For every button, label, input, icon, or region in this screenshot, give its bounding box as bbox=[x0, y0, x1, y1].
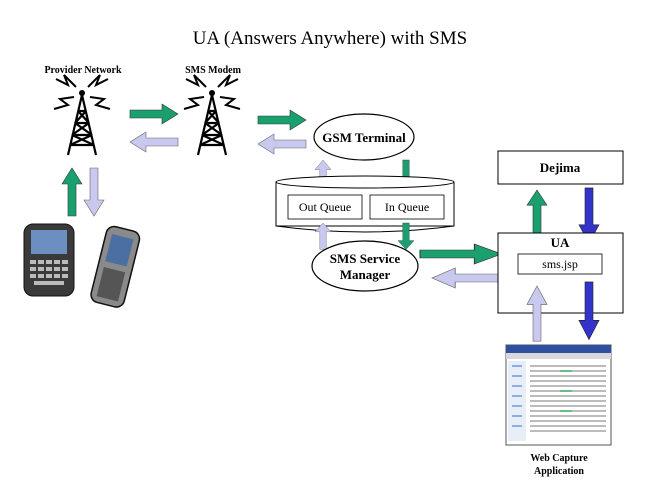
provider-network-label: Provider Network bbox=[44, 65, 122, 76]
dejima-label: Dejima bbox=[540, 160, 581, 175]
sms-service-manager-label-2: Manager bbox=[340, 267, 391, 282]
out-queue-box bbox=[287, 194, 363, 220]
dejima-box bbox=[497, 150, 624, 185]
arrow-modem-to-provider bbox=[129, 131, 179, 153]
arrow-manager-to-ua bbox=[419, 243, 503, 265]
sms-modem-label: SMS Modem bbox=[185, 65, 242, 76]
sms-service-manager-label-1: SMS Service bbox=[330, 251, 401, 266]
gsm-terminal-node bbox=[313, 113, 415, 161]
arrow-phone-to-provider bbox=[61, 167, 83, 217]
arrow-provider-to-modem bbox=[129, 103, 179, 125]
arrow-manager-to-outqueue bbox=[314, 222, 332, 250]
provider-network-tower-icon bbox=[52, 73, 112, 157]
flip-phone-icon bbox=[90, 225, 141, 308]
arrow-inqueue-to-manager bbox=[397, 222, 415, 250]
arrow-ua-to-manager bbox=[431, 267, 503, 289]
web-capture-screenshot-icon bbox=[505, 344, 612, 446]
sms-modem-tower-icon bbox=[182, 73, 242, 157]
sms-jsp-label: sms.jsp bbox=[542, 257, 578, 271]
ua-label: UA bbox=[551, 235, 570, 250]
arrow-modem-to-gsm bbox=[257, 109, 307, 131]
sms-service-manager-node bbox=[311, 240, 419, 292]
diagram-title: UA (Answers Anywhere) with SMS bbox=[193, 28, 467, 49]
arrow-provider-to-phone bbox=[83, 167, 105, 217]
arrow-gsm-to-modem bbox=[257, 133, 307, 155]
arrow-ua-to-dejima bbox=[526, 189, 548, 237]
web-capture-label-2: Application bbox=[534, 466, 584, 477]
web-capture-label-1: Web Capture bbox=[530, 453, 588, 464]
sms-jsp-box bbox=[517, 253, 603, 275]
blackberry-phone-icon bbox=[23, 223, 75, 297]
in-queue-box bbox=[369, 194, 445, 220]
gsm-terminal-label: GSM Terminal bbox=[322, 130, 406, 145]
in-queue-label: In Queue bbox=[385, 200, 429, 214]
out-queue-label: Out Queue bbox=[299, 200, 351, 214]
